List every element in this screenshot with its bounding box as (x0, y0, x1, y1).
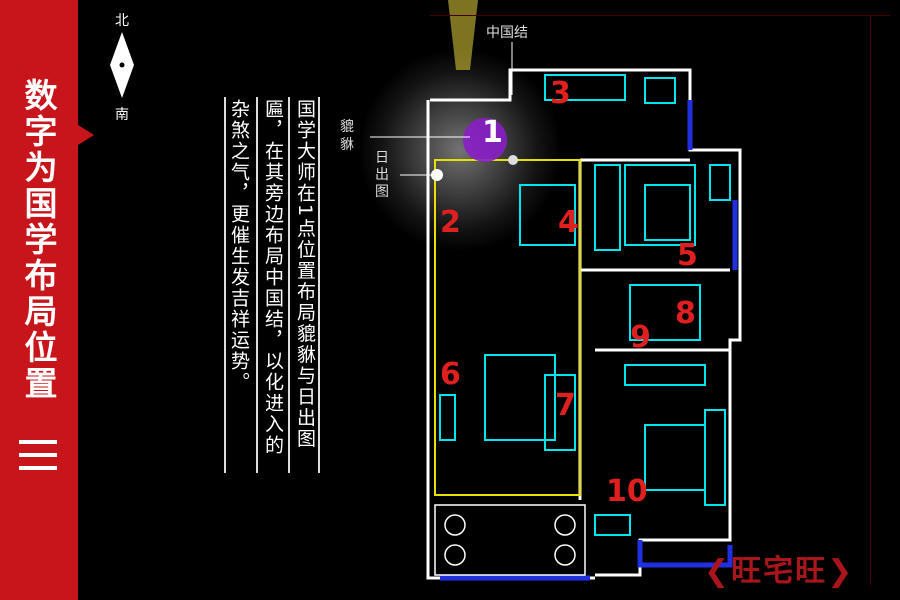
room-number-7: 7 (555, 388, 576, 423)
compass-south: 南 (115, 107, 129, 123)
sidebar: 数字为国学布局位置 (0, 0, 78, 600)
divider (318, 97, 320, 473)
room-number-8: 8 (675, 296, 696, 331)
room-number-1: 1 (482, 115, 503, 150)
room-number-9: 9 (630, 320, 651, 355)
sidebar-title: 数字为国学布局位置 (19, 78, 58, 402)
logo: ❮旺宅旺❯ (704, 554, 855, 589)
pixiu-label: 貔貅 (340, 119, 354, 153)
compass-north: 北 (115, 13, 129, 29)
room-number-3: 3 (550, 76, 571, 111)
light-glow (360, 50, 560, 250)
logo-text: 旺宅旺 (731, 554, 828, 589)
room-number-2: 2 (440, 205, 461, 240)
compass: 北 南 (108, 10, 136, 124)
sunrise-label: 日出图 (375, 150, 389, 200)
knot-label: 中国结 (486, 25, 528, 41)
room-number-10: 10 (606, 474, 648, 509)
room-number-6: 6 (440, 357, 461, 392)
description-column-3: 杂煞之气，更催生发吉祥运势。 (224, 97, 258, 473)
menu-icon[interactable] (19, 440, 57, 470)
description-column-1: 国学大师在1点位置布局貔貅与日出图 (288, 97, 322, 473)
sidebar-arrow (78, 125, 94, 145)
room-number-4: 4 (558, 205, 579, 240)
room-number-5: 5 (677, 238, 698, 273)
compass-needle-icon (110, 32, 134, 98)
